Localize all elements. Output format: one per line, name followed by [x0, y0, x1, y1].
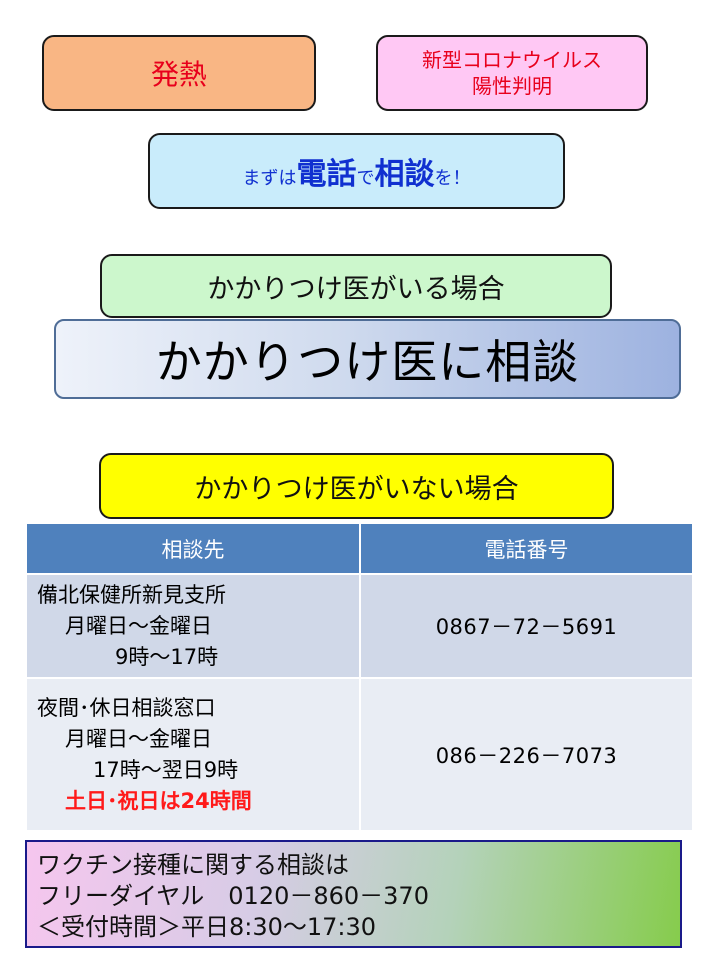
table-row: 備北保健所新見支所 月曜日～金曜日 9時～17時 0867－72－5691: [27, 573, 692, 678]
vaccine-line1: ワクチン接種に関する相談は: [37, 851, 349, 879]
table-header-row: 相談先 電話番号: [27, 524, 692, 574]
contact-name: 夜間･休日相談窓口: [37, 695, 216, 720]
call-first-text: まずは電話で相談を！: [243, 149, 471, 193]
vaccine-freedial[interactable]: フリーダイヤル 0120－860－370: [37, 882, 429, 910]
fever-label: 発熱: [150, 58, 207, 91]
header-phone: 電話番号: [360, 524, 692, 574]
covid-line1: 新型コロナウイルス: [422, 48, 602, 72]
call-text-denwa: 電話: [296, 157, 357, 192]
with-doctor-label-box: かかりつけ医がいる場合: [100, 254, 612, 318]
call-text-soudan: 相談: [374, 157, 435, 192]
contact-hours: 9時～17時: [115, 644, 219, 669]
without-doctor-label: かかりつけ医がいない場合: [194, 473, 519, 505]
contact-name: 備北保健所新見支所: [37, 582, 226, 607]
covid-positive-box: 新型コロナウイルス 陽性判明: [376, 35, 648, 111]
call-first-box: まずは電話で相談を！: [148, 133, 565, 209]
consult-doctor-box: かかりつけ医に相談: [54, 319, 681, 399]
consult-doctor-text: かかりつけ医に相談: [155, 335, 580, 389]
phone-number[interactable]: 086－226－7073: [360, 677, 692, 830]
header-contact: 相談先: [27, 524, 361, 574]
contact-cell: 夜間･休日相談窓口 月曜日～金曜日 17時～翌日9時 土日･祝日は24時間: [27, 677, 361, 830]
vaccine-hours: ＜受付時間＞平日8:30～17:30: [37, 913, 377, 941]
covid-line2: 陽性判明: [472, 74, 552, 98]
with-doctor-label: かかりつけ医がいる場合: [207, 273, 505, 305]
call-text-3: で: [356, 168, 375, 189]
call-text-1: まずは: [242, 168, 297, 189]
fever-box: 発熱: [42, 35, 316, 111]
contact-days: 月曜日～金曜日: [65, 613, 212, 638]
contact-table: 相談先 電話番号 備北保健所新見支所 月曜日～金曜日 9時～17時 0867－7…: [27, 524, 692, 830]
phone-number[interactable]: 0867－72－5691: [360, 573, 692, 678]
contact-weekend-note: 土日･祝日は24時間: [65, 788, 252, 813]
without-doctor-label-box: かかりつけ医がいない場合: [99, 453, 614, 519]
call-text-5: を！: [434, 168, 471, 189]
contact-hours: 17時～翌日9時: [93, 757, 239, 782]
contact-days: 月曜日～金曜日: [65, 726, 212, 751]
vaccine-consultation-box: ワクチン接種に関する相談は フリーダイヤル 0120－860－370 ＜受付時間…: [25, 840, 682, 948]
table-row: 夜間･休日相談窓口 月曜日～金曜日 17時～翌日9時 土日･祝日は24時間 08…: [27, 677, 692, 830]
contact-cell: 備北保健所新見支所 月曜日～金曜日 9時～17時: [27, 573, 361, 678]
